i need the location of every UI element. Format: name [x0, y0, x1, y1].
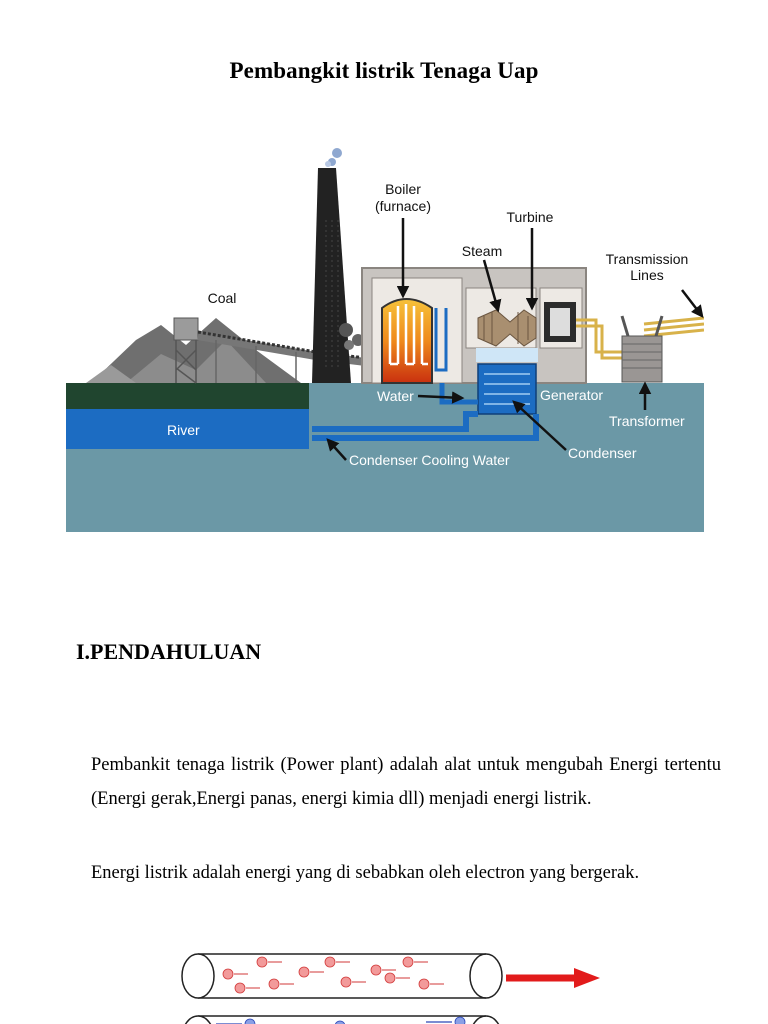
label-water: Water — [377, 388, 414, 404]
label-turbine: Turbine — [507, 209, 554, 225]
coal-hopper — [173, 317, 199, 384]
label-transmission: Transmission — [606, 251, 689, 267]
document-title: Pembangkit listrik Tenaga Uap — [229, 58, 539, 83]
label-cooling-water: Condenser Cooling Water — [349, 452, 510, 468]
boiler-furnace — [381, 298, 448, 384]
power-plant-svg: Boiler (furnace) Turbine Steam Transmiss… — [66, 148, 704, 532]
electron-flow-figure — [176, 948, 608, 1024]
electron-flow-svg — [181, 953, 600, 1024]
section-heading: I.PENDAHULUAN — [76, 639, 262, 664]
label-condenser: Condenser — [568, 445, 637, 461]
power-plant-diagram: Boiler (furnace) Turbine Steam Transmiss… — [66, 140, 704, 532]
river-area — [66, 409, 309, 449]
generator — [544, 302, 576, 342]
paragraph-1: Pembankit tenaga listrik (Power plant) a… — [91, 755, 721, 809]
conductor-tube-top — [181, 953, 600, 999]
label-boiler: Boiler — [385, 181, 421, 197]
label-steam: Steam — [462, 243, 502, 259]
label-coal: Coal — [208, 290, 237, 306]
label-arrows — [326, 218, 704, 461]
label-river: River — [167, 422, 200, 438]
label-furnace: (furnace) — [375, 198, 431, 214]
turbine — [477, 309, 537, 347]
label-lines: Lines — [630, 267, 663, 283]
condenser — [476, 348, 538, 415]
label-transformer: Transformer — [609, 413, 685, 429]
grass-strip — [66, 383, 309, 409]
transformer — [620, 315, 664, 383]
paragraph-2: Energi listrik adalah energi yang di seb… — [91, 863, 640, 883]
label-generator: Generator — [540, 387, 603, 403]
conductor-tube-bottom — [184, 1015, 500, 1024]
transmission-lines — [576, 316, 704, 360]
